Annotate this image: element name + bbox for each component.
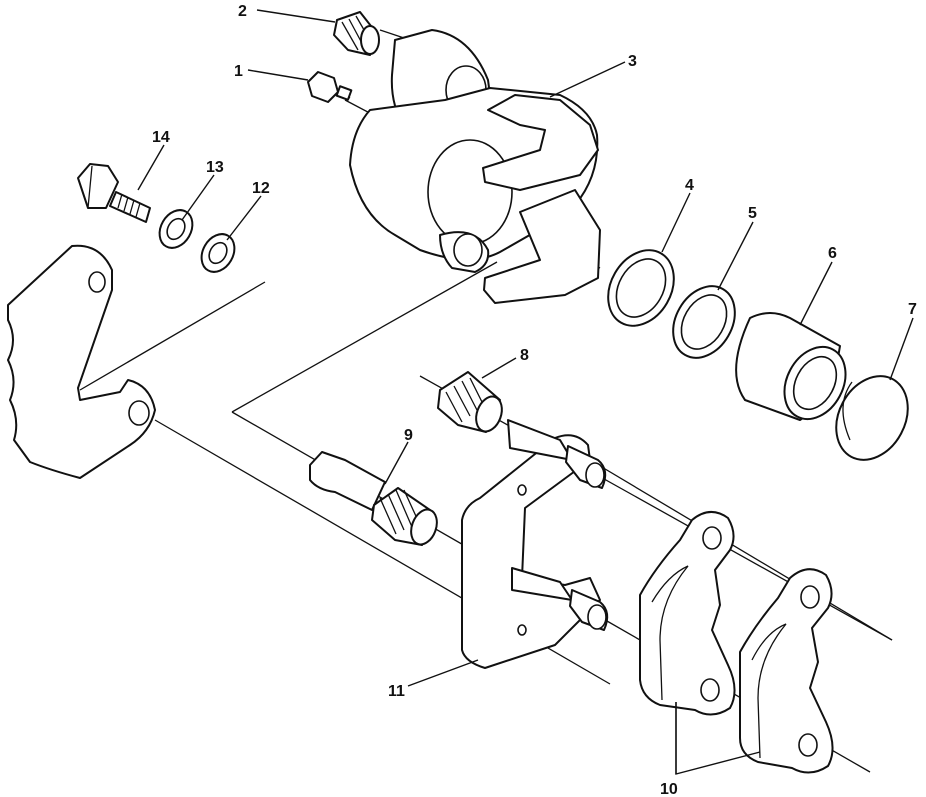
caliper-body [349, 29, 601, 304]
leader-lines [137, 9, 914, 775]
callout-6: 6 [828, 245, 837, 262]
lock-washer [158, 209, 194, 249]
callout-8: 8 [520, 347, 529, 364]
piston-cap [835, 375, 909, 461]
callout-13: 13 [206, 159, 224, 176]
caliper-bracket [461, 419, 609, 669]
callout-1: 1 [234, 63, 243, 80]
slide-pin [309, 451, 438, 546]
dust-seal [672, 285, 736, 359]
flat-washer [200, 233, 236, 273]
callout-2: 2 [238, 3, 247, 20]
callout-7: 7 [908, 301, 917, 318]
callout-labels: 1 2 3 4 5 6 7 8 9 10 11 12 13 14 [152, 3, 917, 797]
piston-seal [607, 249, 675, 327]
mounting-bracket [7, 244, 156, 479]
bleeder-screw [307, 71, 353, 103]
bushing-top [333, 11, 380, 56]
callout-11: 11 [388, 683, 405, 700]
callout-10: 10 [660, 781, 678, 797]
callout-3: 3 [628, 53, 637, 70]
callout-4: 4 [685, 177, 694, 194]
callout-9: 9 [404, 427, 413, 444]
callout-12: 12 [252, 180, 270, 197]
bushing-pin [437, 371, 503, 433]
callout-14: 14 [152, 129, 170, 146]
mounting-bolt [77, 163, 151, 223]
callout-5: 5 [748, 205, 757, 222]
piston [735, 312, 847, 421]
brake-pad-outer [739, 568, 834, 774]
brake-pad-inner [639, 511, 736, 716]
